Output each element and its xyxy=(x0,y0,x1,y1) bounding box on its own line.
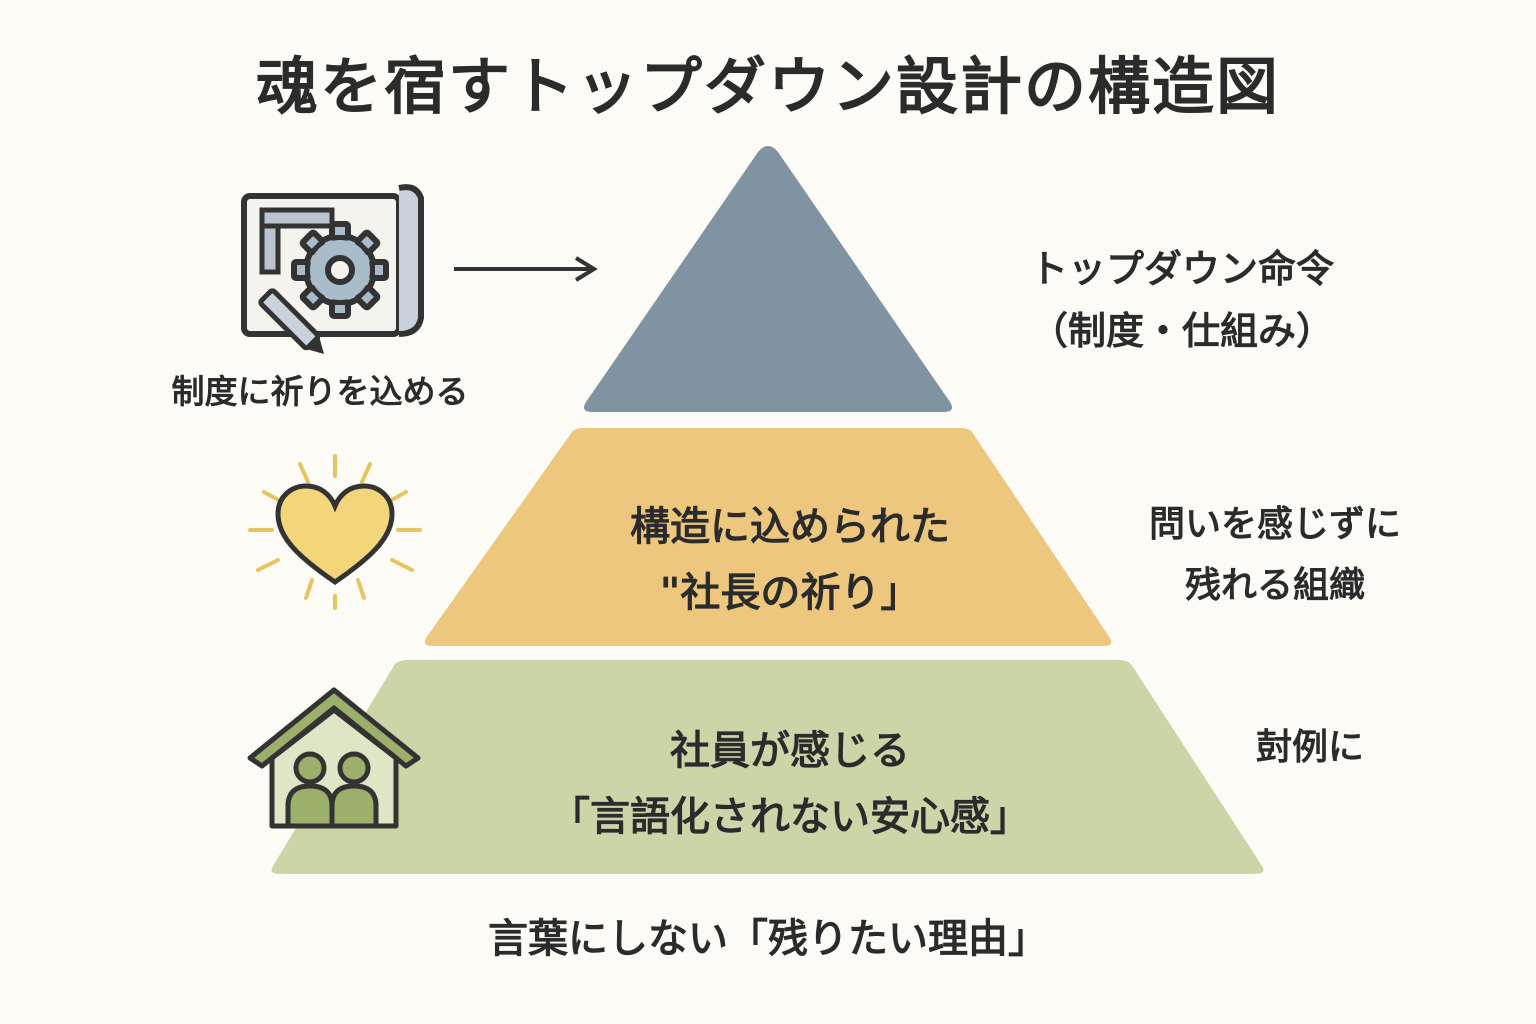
bottom-tier-label-line1: 社員が感じる xyxy=(670,728,910,774)
bottom-right-label: 尌例に xyxy=(1255,727,1364,768)
pyramid-bottom-tier xyxy=(271,660,1264,874)
bottom-tier-label-line2: 「言語化されない安心感」 xyxy=(550,794,1030,840)
top-tier-label-line2: （制度・仕組み） xyxy=(1030,309,1335,353)
house-people-icon xyxy=(247,687,421,829)
arrow-right-icon xyxy=(454,256,598,282)
pyramid-top-tier xyxy=(584,146,952,412)
icon-caption: 制度に祈りを込める xyxy=(171,372,469,411)
top-tier-label-line1: トップダウン命令 xyxy=(1030,247,1335,291)
footer-caption: 言葉にしない「残りたい理由」 xyxy=(488,916,1048,962)
middle-tier-label-line1: 構造に込められた xyxy=(630,504,950,550)
middle-right-label-line2: 残れる組織 xyxy=(1184,565,1365,606)
pyramid-middle-tier xyxy=(424,428,1112,646)
page-title: 魂を宿すトップダウン設計の構造図 xyxy=(255,50,1280,123)
middle-right-label-line1: 問いを感じずに xyxy=(1148,504,1401,545)
glowing-heart-icon xyxy=(248,454,422,610)
middle-tier-label-line2: "社長の祈り」 xyxy=(659,570,921,616)
blueprint-gear-icon xyxy=(241,184,424,354)
